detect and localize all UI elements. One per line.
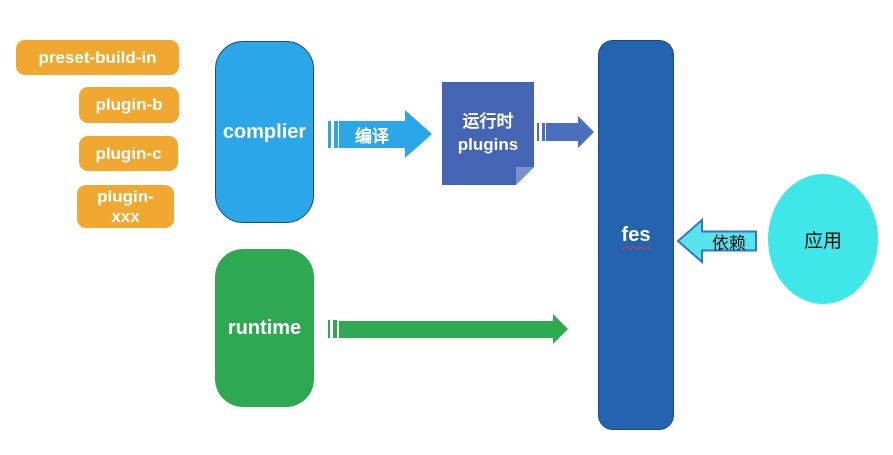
plugin-badge-c: plugin-c <box>79 136 178 171</box>
plugin-badge-label: preset-build-in <box>38 47 157 67</box>
compiler-label: complier <box>222 120 307 143</box>
compile-arrow-body: 编译 <box>339 121 405 148</box>
depend-arrow-label: 依赖 <box>712 233 746 253</box>
compile-arrow-stripe <box>333 121 338 148</box>
plugins-to-fes-arrow-head-icon <box>578 116 594 148</box>
compiler-box: complier <box>215 41 314 223</box>
plugin-badge-b: plugin-b <box>79 87 179 123</box>
runtime-plugins-label: 运行时 plugins <box>457 111 519 154</box>
depend-arrow: 依赖 <box>676 217 758 265</box>
runtime-arrow-head-icon <box>553 314 568 344</box>
runtime-arrow-body <box>339 320 553 338</box>
plugin-badge-label: plugin-xxx <box>97 186 154 226</box>
plugins-to-fes-arrow-stripe <box>537 123 539 141</box>
compile-arrow-head-icon <box>405 110 432 158</box>
plugins-to-fes-arrow <box>537 116 594 148</box>
runtime-arrow-stripe <box>333 320 337 338</box>
runtime-arrow-stripe <box>328 320 330 338</box>
depend-arrow-shape <box>676 217 757 265</box>
compile-arrow-stripe <box>328 121 331 148</box>
runtime-plugins-note: 运行时 plugins <box>442 82 534 185</box>
fes-box: fes <box>598 40 674 430</box>
runtime-label: runtime <box>227 316 302 339</box>
runtime-to-fes-arrow <box>328 314 568 345</box>
compile-arrow-label: 编译 <box>355 127 389 146</box>
folded-note-shape <box>442 82 534 185</box>
plugins-to-fes-arrow-body <box>546 123 578 141</box>
fes-label: fes <box>621 223 651 246</box>
compile-arrow: 编译 <box>328 110 432 158</box>
runtime-box: runtime <box>215 249 314 407</box>
plugins-to-fes-arrow-stripe <box>541 123 545 141</box>
plugin-badge-label: plugin-b <box>95 95 163 115</box>
plugin-badge-xxx: plugin-xxx <box>77 185 174 228</box>
plugin-badge-preset-build-in: preset-build-in <box>16 40 179 75</box>
app-label: 应用 <box>803 230 842 252</box>
plugin-badge-label: plugin-c <box>95 143 162 163</box>
app-ellipse: 应用 <box>768 174 878 304</box>
